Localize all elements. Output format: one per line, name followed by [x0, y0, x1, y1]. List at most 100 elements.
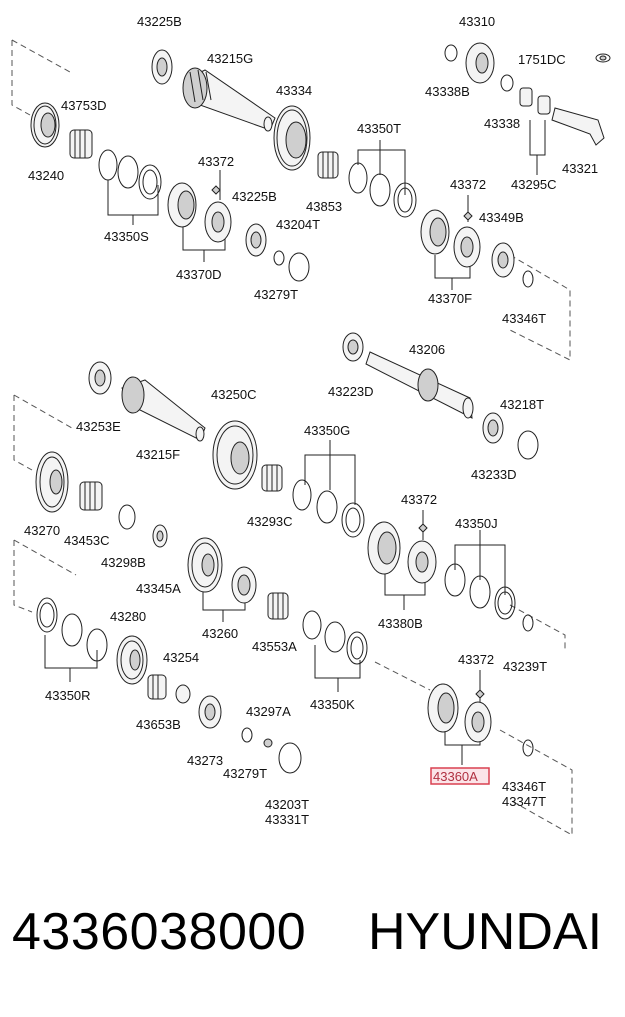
output-shaft-43206	[365, 351, 474, 419]
synchro-rings-43350t	[348, 162, 417, 218]
label-43350t: 43350T	[357, 121, 401, 136]
footer-caption: 4336038000 HYUNDAI	[0, 900, 625, 980]
label-43372-c: 43372	[401, 492, 437, 507]
bearing-43273	[198, 695, 222, 729]
label-43380b: 43380B	[378, 616, 423, 631]
lower-assembly	[36, 537, 534, 774]
needle-bearing-43293c	[261, 464, 283, 492]
label-43350k: 43350K	[310, 697, 355, 712]
bearing-43349b	[491, 242, 515, 278]
label-43295c: 43295C	[511, 177, 557, 192]
label-43270: 43270	[24, 523, 60, 538]
brand-name: HYUNDAI	[368, 903, 603, 961]
bearing-43253e	[88, 361, 112, 395]
highlight-box-43360a	[430, 767, 490, 785]
label-43334: 43334	[276, 83, 312, 98]
label-43233d: 43233D	[471, 467, 517, 482]
synchro-rings-43350k	[302, 610, 368, 665]
upper-assembly	[30, 42, 611, 288]
gear-43280	[116, 635, 148, 685]
synchro-rings-43350s	[98, 149, 162, 200]
label-43310: 43310	[459, 14, 495, 29]
sleeve-hub-43370d	[167, 182, 232, 243]
label-43370f: 43370F	[428, 291, 472, 306]
label-43225b-mid: 43225B	[232, 189, 277, 204]
bearings-43295c	[519, 87, 551, 115]
needle-bearing-43553a	[267, 592, 289, 620]
part-labels: 43225B 43215G 43310 1751DC 43338B 43753D…	[24, 14, 598, 827]
bearing-43233d	[482, 412, 504, 444]
label-43240: 43240	[28, 168, 64, 183]
label-43346t-a: 43346T	[502, 311, 546, 326]
label-43215f: 43215F	[136, 447, 180, 462]
label-43338: 43338	[484, 116, 520, 131]
ring-43218t	[517, 430, 539, 460]
sleeve-hub-43380b	[367, 521, 437, 584]
gear-43310	[465, 42, 495, 84]
label-43279t-a: 43279T	[254, 287, 298, 302]
needle-bearing-43853	[317, 151, 339, 179]
label-43350s: 43350S	[104, 229, 149, 244]
label-43360a[interactable]: 43360A	[433, 769, 478, 784]
label-43350g: 43350G	[304, 423, 350, 438]
label-43350j: 43350J	[455, 516, 498, 531]
label-43298b: 43298B	[101, 555, 146, 570]
label-43223d: 43223D	[328, 384, 374, 399]
label-43218t: 43218T	[500, 397, 544, 412]
plug-1751dc	[595, 53, 611, 63]
detent-43372-b	[463, 211, 473, 221]
needle-bearing-43453c	[79, 481, 103, 511]
label-43372-d: 43372	[458, 652, 494, 667]
label-43853: 43853	[306, 199, 342, 214]
label-43254: 43254	[163, 650, 199, 665]
ball-43297a	[263, 738, 273, 748]
washer-43338	[500, 74, 514, 92]
label-43346t-b: 43346T	[502, 779, 546, 794]
snap-ring-43279t-a	[273, 250, 285, 266]
bracket-lines	[44, 120, 546, 765]
label-43350r: 43350R	[45, 688, 91, 703]
label-43203t: 43203T	[265, 797, 309, 812]
ring-43298b	[118, 504, 136, 530]
sleeve-hub-43360a	[427, 683, 492, 743]
label-43653b: 43653B	[136, 717, 181, 732]
guide-lines	[11, 39, 573, 836]
gear-43334	[273, 105, 311, 171]
snap-ring-43346t-a	[522, 270, 534, 288]
part-number: 4336038000	[12, 903, 307, 961]
gear-43270	[35, 451, 69, 513]
ring-43203t	[278, 742, 302, 774]
snap-ring-43346t-b	[522, 739, 534, 757]
gear-43250c	[212, 420, 258, 490]
middle-assembly	[35, 332, 539, 632]
label-43206: 43206	[409, 342, 445, 357]
label-43293c: 43293C	[247, 514, 293, 529]
washer-43338b	[444, 44, 458, 62]
label-43279t-b: 43279T	[223, 766, 267, 781]
pinion-shaft-43215f	[121, 376, 206, 442]
sleeve-hub-43370f	[420, 209, 481, 268]
label-43225b: 43225B	[137, 14, 182, 29]
label-43372-a: 43372	[198, 154, 234, 169]
detent-43372-a	[211, 185, 221, 195]
synchro-rings-43350j	[444, 563, 516, 620]
label-43453c: 43453C	[64, 533, 110, 548]
label-43349b: 43349B	[479, 210, 524, 225]
label-43331t: 43331T	[265, 812, 309, 827]
bearing-43225b-mid	[245, 223, 267, 257]
ring-43204t	[288, 252, 310, 282]
label-43253e: 43253E	[76, 419, 121, 434]
sleeve-43345a	[152, 524, 168, 548]
label-43250c: 43250C	[211, 387, 257, 402]
label-43345a: 43345A	[136, 581, 181, 596]
pinion-shaft-43215g	[182, 67, 276, 132]
label-43553a: 43553A	[252, 639, 297, 654]
label-43215g: 43215G	[207, 51, 253, 66]
label-43204t: 43204T	[276, 217, 320, 232]
label-43372-b: 43372	[450, 177, 486, 192]
detent-43372-c	[418, 523, 428, 533]
washer-43254	[175, 684, 191, 704]
label-43260: 43260	[202, 626, 238, 641]
bearing-43223d	[342, 332, 364, 362]
synchro-rings-43350r	[36, 597, 108, 662]
